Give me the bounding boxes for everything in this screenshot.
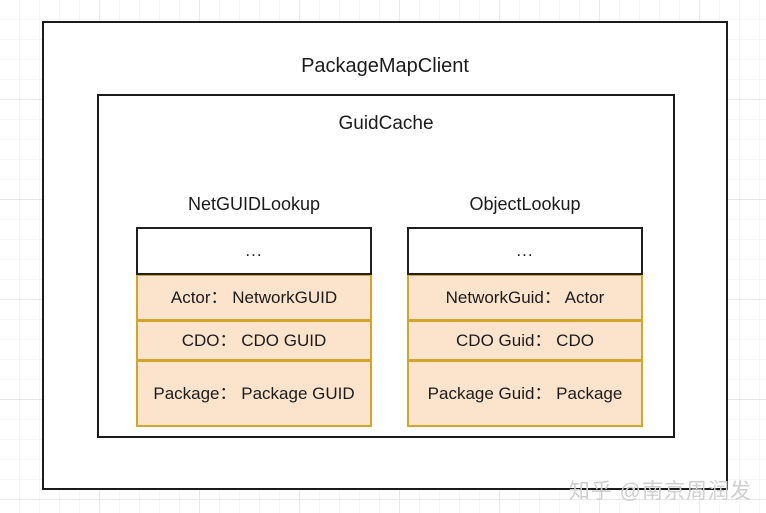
outer-box-title: PackageMapClient (301, 55, 469, 77)
table-row: Actor： NetworkGUID (136, 275, 372, 321)
table-row: CDO Guid： CDO (407, 321, 643, 361)
lookup-group-netguidlookup: NetGUIDLookup ... Actor： NetworkGUID CDO… (136, 194, 372, 427)
table-row: CDO： CDO GUID (136, 321, 372, 361)
watermark: 知乎 @南京周润发 (568, 480, 752, 503)
guid-cache-box: GuidCache NetGUIDLookup ... Actor： Netwo… (97, 94, 675, 438)
table-header-cell: ... (407, 227, 643, 275)
table-row: NetworkGuid： Actor (407, 275, 643, 321)
lookup-group-objectlookup: ObjectLookup ... NetworkGuid： Actor CDO … (407, 194, 643, 427)
table-header-cell: ... (136, 227, 372, 275)
lookup-group-label: ObjectLookup (469, 194, 581, 214)
lookup-table: ... Actor： NetworkGUID CDO： CDO GUID Pac… (136, 227, 372, 427)
inner-box-title: GuidCache (338, 113, 434, 134)
lookup-group-label: NetGUIDLookup (187, 194, 321, 214)
table-row: Package Guid： Package (407, 361, 643, 427)
lookup-table: ... NetworkGuid： Actor CDO Guid： CDO Pac… (407, 227, 643, 427)
package-map-client-box: PackageMapClient GuidCache NetGUIDLookup… (42, 21, 728, 490)
table-row: Package： Package GUID (136, 361, 372, 427)
